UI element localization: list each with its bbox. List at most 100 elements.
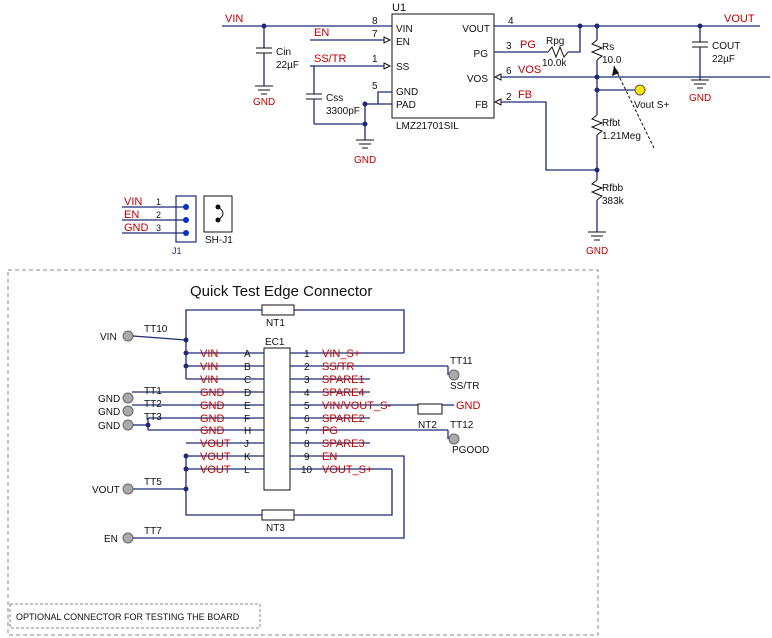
u1-pinnum-8: 8	[372, 16, 378, 27]
u1-pin-fb: FB	[475, 100, 488, 111]
ec1-right-net-5: VIN/VOUT_S-	[322, 400, 391, 412]
css-ref: Css	[326, 93, 343, 104]
tt10-wire	[132, 335, 187, 341]
tt12-ref: TT12	[450, 420, 474, 431]
tt1-ref: TT1	[144, 386, 162, 397]
junction	[145, 422, 151, 428]
tt7-testpoint-icon	[122, 532, 134, 544]
tt3-testpoint-icon	[122, 419, 134, 431]
u1-pin-gnd: GND	[396, 87, 418, 98]
cout-value: 22µF	[712, 54, 735, 65]
tt10-ref: TT10	[144, 324, 168, 335]
tt10-label: VIN	[100, 332, 117, 343]
ec1-left-net-h: GND	[200, 425, 225, 437]
shunt-body	[203, 195, 233, 233]
gnd-symbol	[691, 79, 709, 89]
adjust-arrow	[613, 65, 655, 149]
tt3-label: GND	[98, 421, 120, 432]
nt2-body	[417, 403, 443, 415]
u1-body	[391, 13, 495, 119]
ec1-pin-a: A	[244, 349, 251, 360]
j1-pin2-num: 2	[156, 210, 161, 220]
pg-net-label: PG	[520, 39, 536, 51]
ec1-pin-b: B	[244, 362, 251, 373]
rs-ref: Rs	[602, 42, 614, 53]
ec1-pin-10: 10	[301, 465, 313, 476]
rpg-resistor	[547, 45, 569, 59]
ec1-right-net-2: SS/TR	[322, 361, 354, 373]
ec1-left-pins	[132, 352, 264, 470]
ec1-pin-d: D	[244, 388, 251, 399]
ec1-pin-c: C	[244, 375, 251, 386]
tt11-ref: TT11	[450, 356, 473, 367]
pg-pullup-wire	[568, 26, 581, 53]
junction	[183, 363, 189, 369]
tt5-ref: TT5	[144, 477, 162, 488]
tt11-label: SS/TR	[450, 381, 479, 392]
vout-net-label: VOUT	[724, 13, 755, 25]
rs-resistor	[590, 39, 604, 61]
ec1-right-net-8: SPARE3	[322, 438, 365, 450]
u1-pin-pg: PG	[474, 49, 489, 60]
adjust-arrowhead	[612, 66, 619, 76]
ec1-pin-4: 4	[304, 388, 310, 399]
ec1-body	[263, 347, 291, 491]
cin-ref: Cin	[276, 47, 291, 58]
j1-body	[175, 195, 197, 243]
gnd-label: GND	[354, 155, 376, 166]
gnd-symbol	[588, 231, 606, 241]
rpg-ref: Rpg	[546, 36, 564, 47]
nt3-ref: NT3	[266, 523, 285, 534]
sstr-net-label: SS/TR	[314, 53, 346, 65]
ec1-pin-h: H	[244, 426, 251, 437]
rs-value: 10.0	[602, 55, 622, 66]
nt1-body	[261, 304, 295, 316]
tt1-testpoint-icon	[122, 392, 134, 404]
ec1-right-net-1: VIN_S+	[322, 348, 360, 360]
ec1-left-net-f: GND	[200, 413, 225, 425]
shunt-link	[217, 206, 224, 221]
rfbb-value: 383k	[602, 196, 625, 207]
tt7-label: EN	[104, 534, 118, 545]
gnd-label: GND	[689, 93, 711, 104]
u1-pinnum-1: 1	[372, 54, 378, 65]
nt1-ref: NT1	[266, 318, 285, 329]
ec1-right-net-7: PG	[322, 425, 338, 437]
ec1-pin-k: K	[244, 452, 251, 463]
ec1-right-net-9: EN	[322, 451, 337, 463]
ec1-right-net-6: SPARE2	[322, 413, 365, 425]
j1-pin1-net: VIN	[124, 196, 142, 208]
nt3-wire	[294, 469, 393, 516]
en-input-arrow	[383, 36, 392, 44]
ec1-left-net-k: VOUT	[200, 451, 231, 463]
ec1-ref: EC1	[265, 337, 285, 348]
j1-ref: J1	[172, 246, 182, 256]
ec1-left-net-j: VOUT	[200, 438, 231, 450]
ec1-pin-e: E	[244, 401, 251, 412]
u1-part: LMZ21701SIL	[396, 121, 459, 132]
rfbt-resistor	[590, 114, 604, 136]
tt12-label: PGOOD	[452, 445, 489, 456]
u1-pin-vout: VOUT	[462, 24, 490, 35]
j1-pin3-num: 3	[156, 223, 161, 233]
vout-sense-label: Vout S+	[634, 100, 669, 111]
edge-connector-box	[7, 269, 599, 636]
rfbt-ref: Rfbt	[602, 118, 621, 129]
nt2-net-label: GND	[456, 400, 481, 412]
ec1-left-net-a: VIN	[200, 348, 218, 360]
u1-pinnum-7: 7	[372, 29, 378, 40]
ec1-left-net-c: VIN	[200, 374, 218, 386]
rfbb-ref: Rfbb	[602, 183, 624, 194]
vout-sense-testpoint-icon	[634, 84, 646, 96]
vos-input-arrow	[493, 73, 502, 81]
j1-pin1-num: 1	[156, 197, 161, 207]
en-wire	[133, 455, 405, 539]
u1-pin-pad: PAD	[396, 100, 416, 111]
note-text: OPTIONAL CONNECTOR FOR TESTING THE BOARD	[16, 612, 240, 622]
u1-pinnum-6: 6	[506, 66, 512, 77]
ec1-right-net-3: SPARE1	[322, 374, 365, 386]
nt1-wire	[185, 309, 262, 340]
tt2-label: GND	[98, 407, 120, 418]
vin-net-label: VIN	[225, 13, 243, 25]
